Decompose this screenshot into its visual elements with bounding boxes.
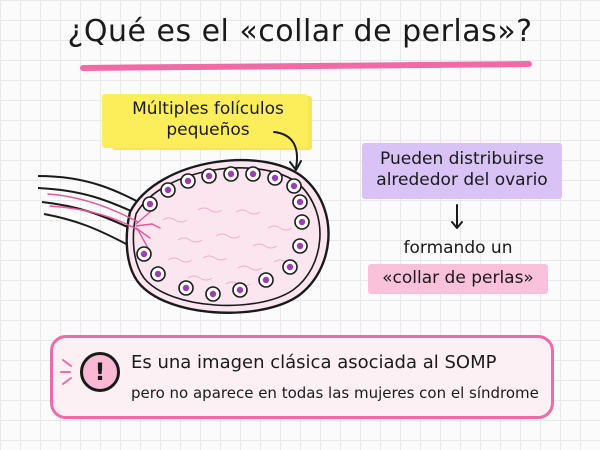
arrow-down-icon	[451, 204, 463, 229]
spark-lines-icon	[60, 359, 72, 385]
distribution-label-line1: Pueden distribuirse	[380, 149, 544, 169]
curved-arrow-icon	[273, 131, 302, 171]
distribution-label-line2: alrededor del ovario	[376, 170, 548, 191]
note-callout: ! Es una imagen clásica asociada al SOMP…	[50, 335, 554, 419]
distribution-label: Pueden distribuirse alrededor del ovario	[362, 143, 562, 199]
ovary-outline	[125, 158, 330, 314]
callout-line1: Es una imagen clásica asociada al SOMP	[131, 352, 497, 373]
follicles-label-line2: pequeños	[166, 120, 250, 141]
follicles-label-line1: Múltiples folículos	[132, 99, 284, 119]
title-underline	[79, 61, 533, 71]
necklace-label: «collar de perlas»	[368, 264, 548, 295]
callout-line2: pero no aparece en todas las mujeres con…	[131, 384, 539, 402]
follicles-label: Múltiples folículos pequeños	[108, 94, 308, 148]
exclamation-icon: !	[80, 352, 120, 392]
page-title: ¿Qué es el «collar de perlas»?	[67, 14, 533, 49]
ovary-diagram	[38, 158, 330, 314]
forming-text: formando un	[403, 238, 513, 258]
